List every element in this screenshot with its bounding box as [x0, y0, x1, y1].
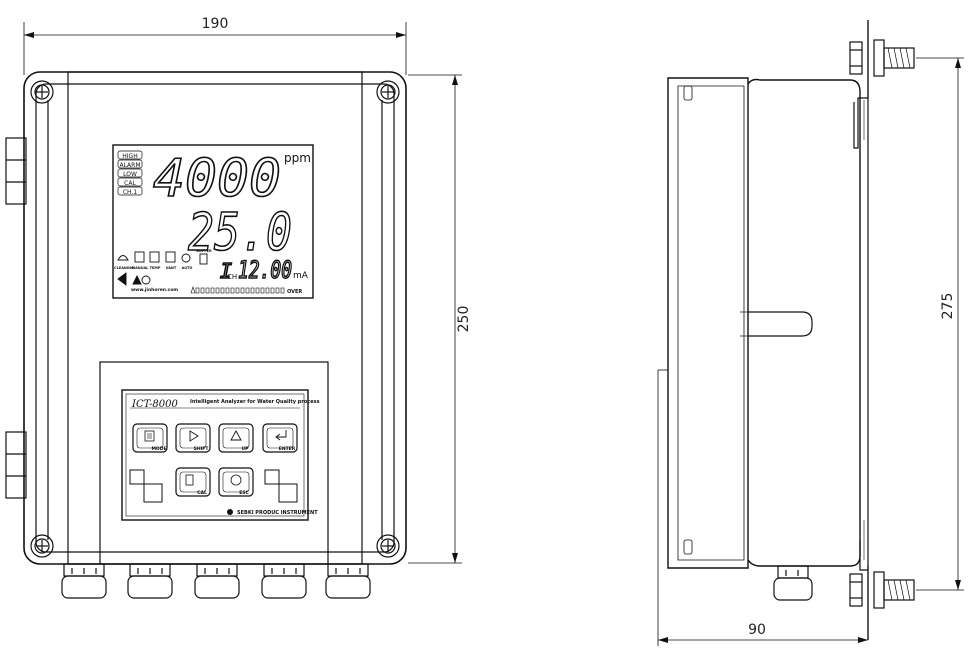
- icon-label-manual: MANUAL: [132, 266, 150, 270]
- side-depth-dimension-label: 90: [748, 622, 766, 638]
- side-view: [657, 20, 915, 640]
- indicator-high: HIGH: [122, 153, 137, 160]
- mode-button[interactable]: [132, 423, 168, 453]
- lcd-output-value: 12.00: [238, 256, 292, 284]
- front-view: 190 250: [5, 16, 472, 599]
- side-depth-dimension: [657, 560, 868, 646]
- icon-label-auto: AUTO: [182, 266, 193, 270]
- left-lug-bottom: [5, 431, 27, 499]
- enter-button[interactable]: [262, 423, 298, 453]
- cleaning-icon: [117, 255, 129, 261]
- keypad-corner-marks: [129, 469, 298, 503]
- maker-logo-icon: [227, 509, 233, 515]
- housing-face: [67, 71, 363, 565]
- mounting-bolt-top: [849, 39, 915, 77]
- arrow-icon: [117, 272, 127, 286]
- lcd-output-prefix: I: [220, 259, 232, 283]
- lcd-website: www.jinhoren.com: [131, 287, 178, 293]
- enter-arrow-icon: [275, 430, 287, 441]
- indicator-cal: CAL: [124, 180, 136, 187]
- cable-gland-5: [325, 563, 371, 599]
- keypad-panel: [121, 389, 309, 521]
- buffer-icon: [199, 253, 208, 265]
- esc-button-label: ESC: [239, 490, 249, 496]
- enter-button-label: ENTER: [279, 446, 296, 452]
- cal-button[interactable]: [175, 467, 211, 497]
- lcd-output-unit: mA: [293, 271, 309, 281]
- screw-bottom-left: [30, 534, 54, 558]
- indicator-low: LOW: [123, 171, 137, 178]
- up-button-label: UP: [242, 446, 250, 452]
- mode-button-label: MODE: [151, 446, 166, 452]
- height-dimension: [408, 74, 462, 564]
- mounting-bracket: [853, 20, 869, 640]
- play-icon: [189, 430, 199, 442]
- cable-gland-2: [127, 563, 173, 599]
- cable-gland-4: [261, 563, 307, 599]
- lcd-display: [112, 144, 314, 299]
- up-button[interactable]: [218, 423, 254, 453]
- screw-top-left: [30, 80, 54, 104]
- lcd-indicators: [117, 150, 143, 196]
- shift-button[interactable]: [175, 423, 211, 453]
- lcd-channel-label: CH: [227, 273, 237, 281]
- screw-bottom-right: [376, 534, 400, 558]
- keypad-maker: SEBKI PRODUC INSTRUMENT: [237, 510, 318, 516]
- mounting-bolt-bottom: [849, 571, 915, 609]
- width-dimension-label: 190: [202, 16, 229, 32]
- left-lug-top: [5, 137, 27, 205]
- lcd-main-unit: ppm: [284, 151, 311, 165]
- lcd-over-label: OVER: [287, 289, 302, 295]
- shift-button-label: SHIFT: [194, 446, 210, 452]
- lcd-bargraph: [190, 286, 285, 294]
- icon-label-vant: VANT: [166, 266, 177, 270]
- keypad-model: ICT-8000: [131, 399, 178, 410]
- screw-top-right: [376, 80, 400, 104]
- cable-gland-3: [194, 563, 240, 599]
- lcd-status-icons: [117, 251, 208, 286]
- esc-icon: [230, 474, 242, 486]
- cal-button-label: CAL: [197, 490, 207, 496]
- menu-icon: [144, 430, 155, 442]
- icon-label-temp: TEMP: [150, 266, 161, 270]
- indicator-ch1: CH.1: [123, 189, 138, 196]
- side-body: [667, 77, 749, 569]
- cable-gland-1: [61, 563, 107, 599]
- vant-icon: [165, 251, 176, 263]
- drop-icon: [132, 274, 142, 285]
- lcd-second-value: 25.0: [188, 203, 292, 263]
- up-triangle-icon: [230, 430, 242, 441]
- icon-label-buffer: BUFFER: [196, 249, 212, 253]
- height-dimension-label: 250: [456, 306, 472, 333]
- cal-icon: [185, 474, 194, 486]
- manual-icon: [134, 251, 145, 263]
- keypad-subtitle: Intelligent Analyzer for Water Quality p…: [190, 399, 320, 405]
- gauge-icon: [141, 275, 151, 285]
- housing-rim: [35, 83, 395, 553]
- indicator-alarm: ALARM: [119, 162, 140, 169]
- keypad-cover: [99, 361, 329, 565]
- side-height-dimension-label: 275: [940, 293, 956, 320]
- auto-icon: [181, 253, 191, 263]
- icon-label-cleaning: CLEANING: [114, 266, 134, 270]
- esc-button[interactable]: [218, 467, 254, 497]
- width-dimension: [23, 22, 407, 75]
- lcd-main-value: 4000: [153, 149, 281, 209]
- side-cable-gland: [773, 565, 813, 601]
- housing-outer: [23, 71, 407, 565]
- temp-icon: [149, 251, 160, 263]
- side-height-dimension: [916, 57, 964, 591]
- side-notch: [748, 311, 813, 337]
